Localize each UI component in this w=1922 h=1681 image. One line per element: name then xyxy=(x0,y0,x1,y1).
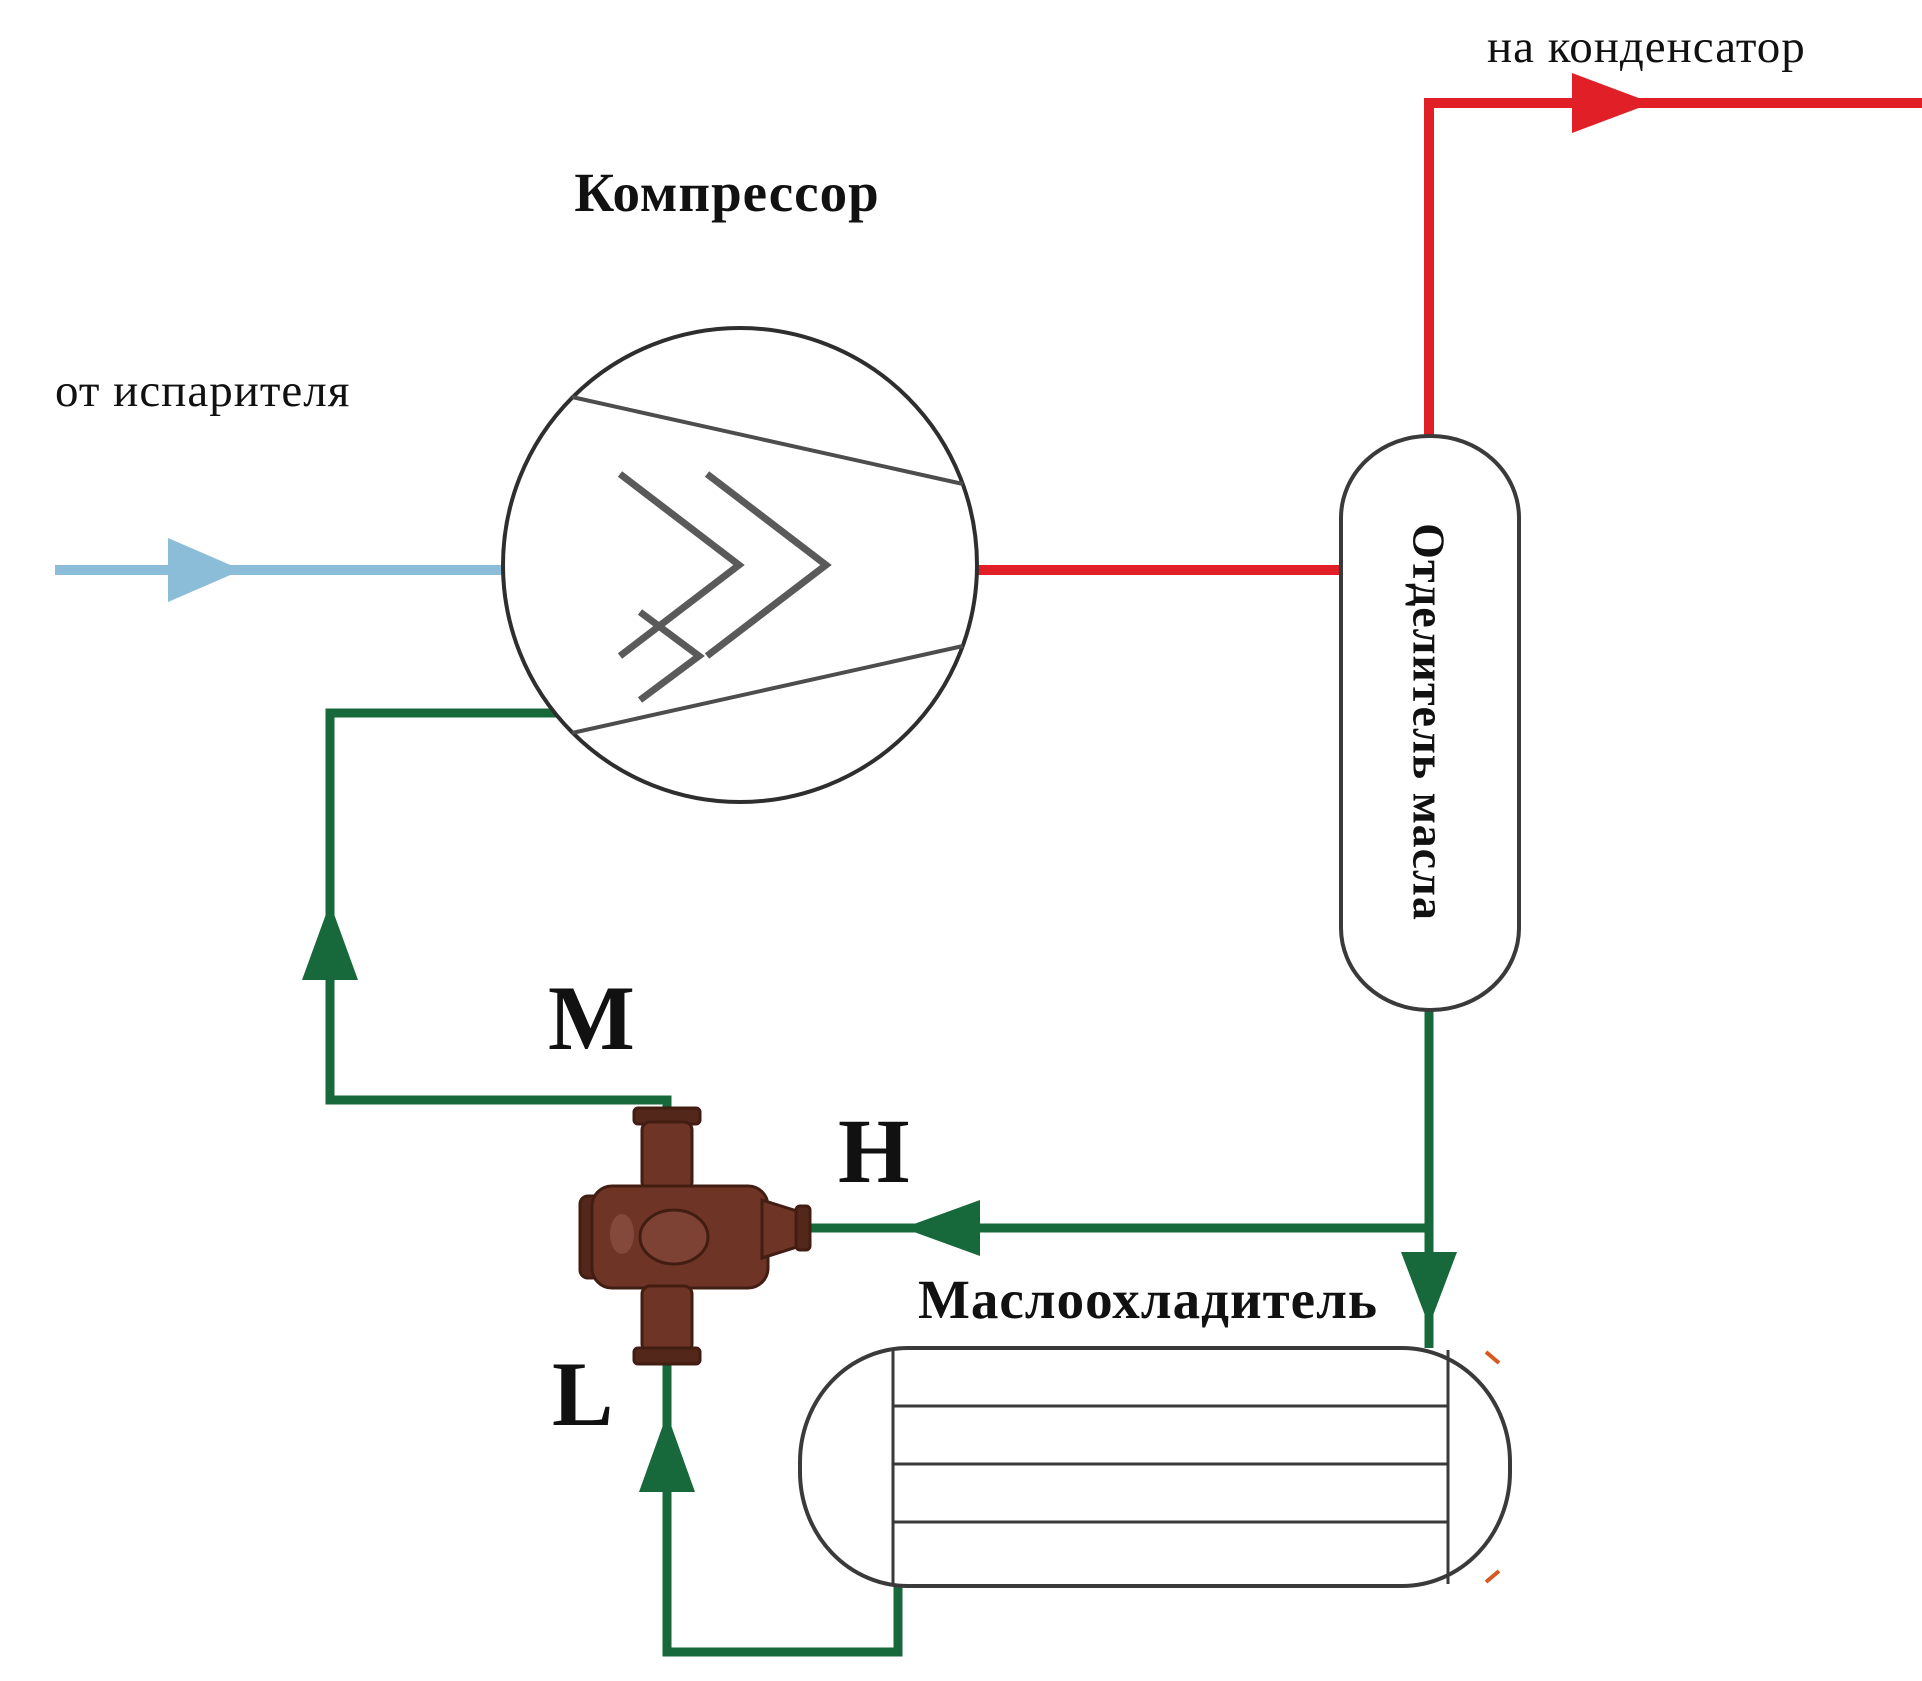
label-valve-port-h: H xyxy=(838,1100,910,1202)
discharge-lines xyxy=(977,98,1922,575)
arrow-up-to-valve-l xyxy=(639,1414,695,1492)
oil-flow-arrows xyxy=(302,903,1457,1492)
compressor-symbol xyxy=(501,326,979,804)
cooler-to-valve-pipe-l xyxy=(662,1360,903,1657)
label-oil-separator: Отделитель масла xyxy=(1403,523,1455,921)
valve-right-ring xyxy=(794,1204,812,1252)
label-compressor: Компрессор xyxy=(574,162,880,223)
compressor-bottom-chord xyxy=(571,644,964,735)
label-valve-port-l: L xyxy=(552,1343,614,1445)
compressor-top-chord xyxy=(571,395,964,486)
separator-to-condenser-pipe xyxy=(1424,98,1922,442)
cooler-end-marks xyxy=(1484,1350,1501,1584)
label-oil-cooler: Маслоохладитель xyxy=(917,1269,1379,1330)
compressor-chevrons-icon xyxy=(617,471,832,703)
three-way-valve xyxy=(578,1106,812,1366)
arrow-left-to-valve-h xyxy=(903,1200,980,1256)
oil-cooler-vessel xyxy=(798,1346,1512,1588)
oil-lines xyxy=(325,708,1434,1657)
valve-bottom-stub xyxy=(640,1284,694,1354)
oil-separator-vessel xyxy=(1339,434,1521,1012)
valve-right-nozzle xyxy=(760,1197,802,1261)
valve-highlight xyxy=(610,1214,634,1254)
suction-flow-arrow xyxy=(168,538,242,602)
valve-top-stub xyxy=(640,1120,694,1192)
oil-cooler-shell xyxy=(798,1346,1512,1588)
arrow-up-to-compressor xyxy=(302,903,358,980)
oil-return-pipe-m xyxy=(325,708,672,1114)
valve-bottom-flange xyxy=(632,1346,702,1366)
label-valve-port-m: M xyxy=(548,967,635,1069)
label-to-condenser: на конденсатор xyxy=(1487,21,1806,73)
label-from-evaporator: от испарителя xyxy=(55,365,351,417)
valve-name-plate xyxy=(638,1208,710,1266)
to-condenser-flow-arrow xyxy=(1572,73,1652,133)
arrow-down-to-cooler xyxy=(1401,1252,1457,1326)
